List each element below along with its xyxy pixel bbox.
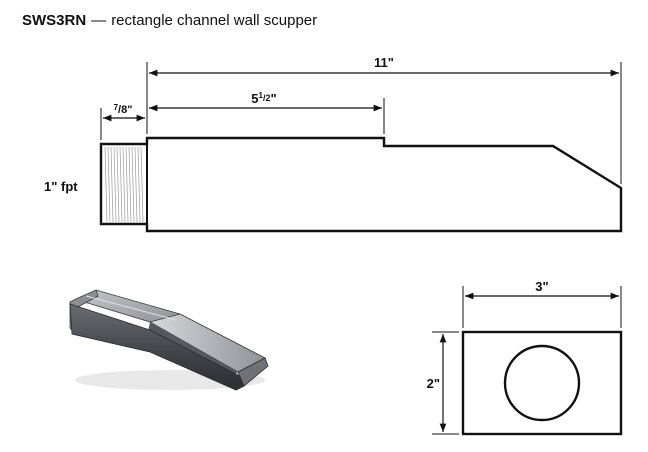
end-width-dimension: 3" — [462, 279, 622, 328]
side-view — [99, 136, 623, 233]
end-view — [461, 330, 623, 436]
end-height-label: 2" — [427, 376, 440, 391]
thread-length-denominator: 8 — [121, 104, 127, 116]
overall-length-label: 11" — [374, 55, 394, 70]
model-number: SWS3RN — [22, 12, 87, 29]
diagram-title: SWS3RN—rectangle channel wall scupper — [22, 12, 317, 29]
thread-length-label: 7/8" — [114, 103, 133, 116]
channel-length-unit: " — [271, 91, 277, 106]
thread-length-unit: " — [127, 104, 132, 116]
thread-length-numerator: 7 — [114, 103, 119, 112]
extension-lines — [100, 62, 622, 184]
end-view-outline — [461, 330, 623, 436]
thread-spec-label: 1" fpt — [44, 179, 78, 194]
thread-length-dimension: 7/8" — [103, 103, 145, 122]
overall-length-dimension: 11" — [149, 55, 619, 77]
scupper-photo — [69, 289, 269, 391]
channel-length-dimension: 51/2" — [149, 91, 382, 112]
thread-hatching — [104, 146, 144, 223]
end-height-dimension: 2" — [427, 331, 459, 435]
outlet-opening — [503, 344, 581, 422]
channel-length-label: 51/2" — [251, 91, 276, 106]
title-separator: — — [91, 12, 107, 29]
model-description: rectangle channel wall scupper — [111, 12, 318, 29]
end-width-label: 3" — [535, 279, 548, 294]
channel-length-whole: 5 — [251, 91, 258, 106]
channel-length-denominator: 2 — [266, 93, 271, 103]
scupper-profile-outline — [99, 136, 623, 233]
channel-length-numerator: 1 — [259, 91, 264, 100]
